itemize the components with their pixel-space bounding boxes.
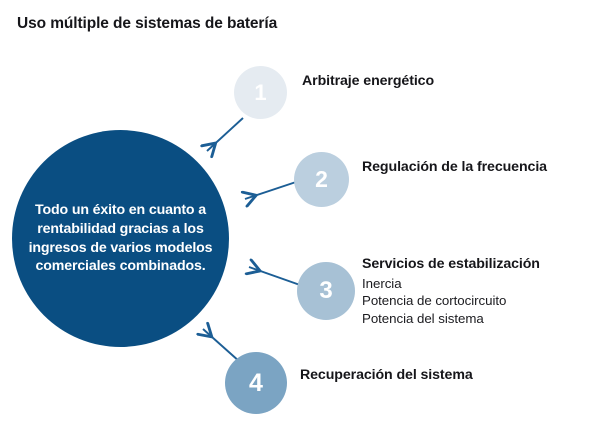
step-title-3: Servicios de estabilización [362, 256, 540, 272]
step-title-4: Recuperación del sistema [300, 367, 473, 383]
step-label-3: Servicios de estabilización Inercia Pote… [362, 255, 611, 328]
step-number-1: 1 [254, 79, 267, 105]
step-circle-1[interactable]: 1 [234, 66, 287, 119]
step-title-1: Arbitraje energético [302, 73, 435, 89]
step-title-2: Regulación de la frecuencia [362, 159, 547, 175]
step-circle-4[interactable]: 4 [225, 352, 287, 414]
step-subitem: Potencia de cortocircuito [362, 293, 507, 309]
step-number-2: 2 [315, 166, 328, 192]
step-circle-3[interactable]: 3 [297, 262, 355, 320]
hub-circle: Todo un éxito en cuanto a rentabilidad g… [12, 130, 229, 347]
hub-text: Todo un éxito en cuanto a rentabilidad g… [28, 201, 213, 275]
step-number-4: 4 [249, 368, 263, 397]
step-label-2: Regulación de la frecuencia [362, 158, 602, 177]
arrow-step-3 [249, 267, 301, 286]
step-circle-2[interactable]: 2 [294, 152, 349, 207]
arrow-step-1 [207, 117, 244, 151]
step-subitem: Potencia del sistema [362, 311, 484, 327]
page-title: Uso múltiple de sistemas de batería [17, 15, 278, 32]
step-subitem: Inercia [362, 275, 402, 291]
step-sublist-3: Inercia Potencia de cortocircuito Potenc… [362, 275, 611, 328]
step-number-3: 3 [319, 277, 333, 304]
arrow-step-2 [245, 181, 297, 199]
step-label-1: Arbitraje energético [302, 72, 542, 91]
step-label-4: Recuperación del sistema [300, 366, 540, 385]
arrow-step-4 [203, 329, 241, 363]
